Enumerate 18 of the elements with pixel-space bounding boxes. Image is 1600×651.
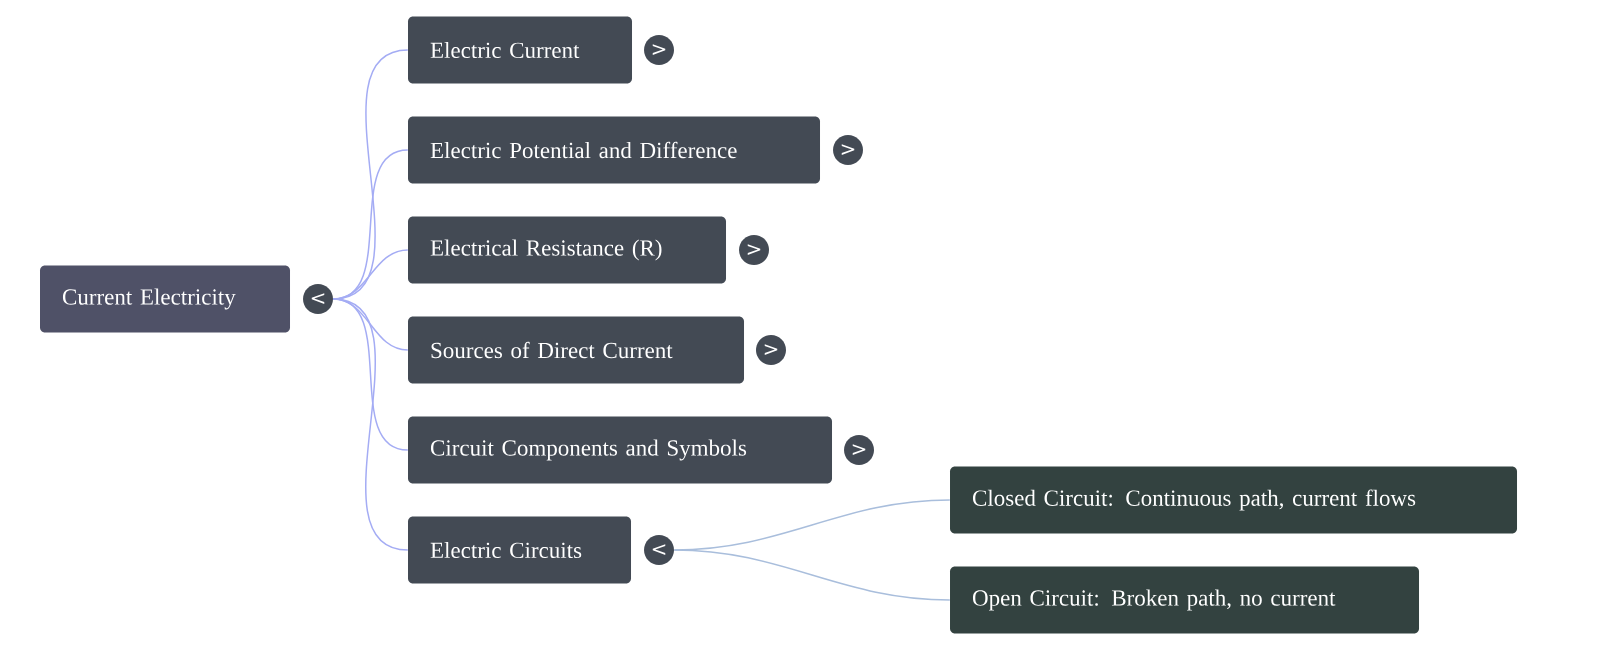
topic-box: Electrical Resistance (R) — [408, 216, 726, 284]
toggle-button: > — [644, 35, 674, 65]
topic-box: Circuit Components and Symbols — [408, 416, 832, 484]
leaf-box: Open Circuit: Broken path, no current — [950, 566, 1419, 634]
connector-line — [332, 298, 409, 551]
topic-box: Electric Circuits — [408, 516, 631, 584]
topic-box: Electric Current — [408, 16, 632, 84]
toggle-button: > — [739, 235, 769, 265]
leaf-box: Closed Circuit: Continuous path, current flows — [950, 466, 1517, 534]
toggle-button: > — [833, 135, 863, 165]
toggle-button: < — [303, 284, 333, 314]
topic-box: Current Electricity — [40, 265, 290, 333]
topic-box: Sources of Direct Current — [408, 316, 744, 384]
toggle-button: > — [756, 335, 786, 365]
topic-box: Electric Potential and Difference — [408, 116, 820, 184]
toggle-button: > — [844, 435, 874, 465]
toggle-button: < — [644, 535, 674, 565]
connector-line — [673, 549, 951, 601]
